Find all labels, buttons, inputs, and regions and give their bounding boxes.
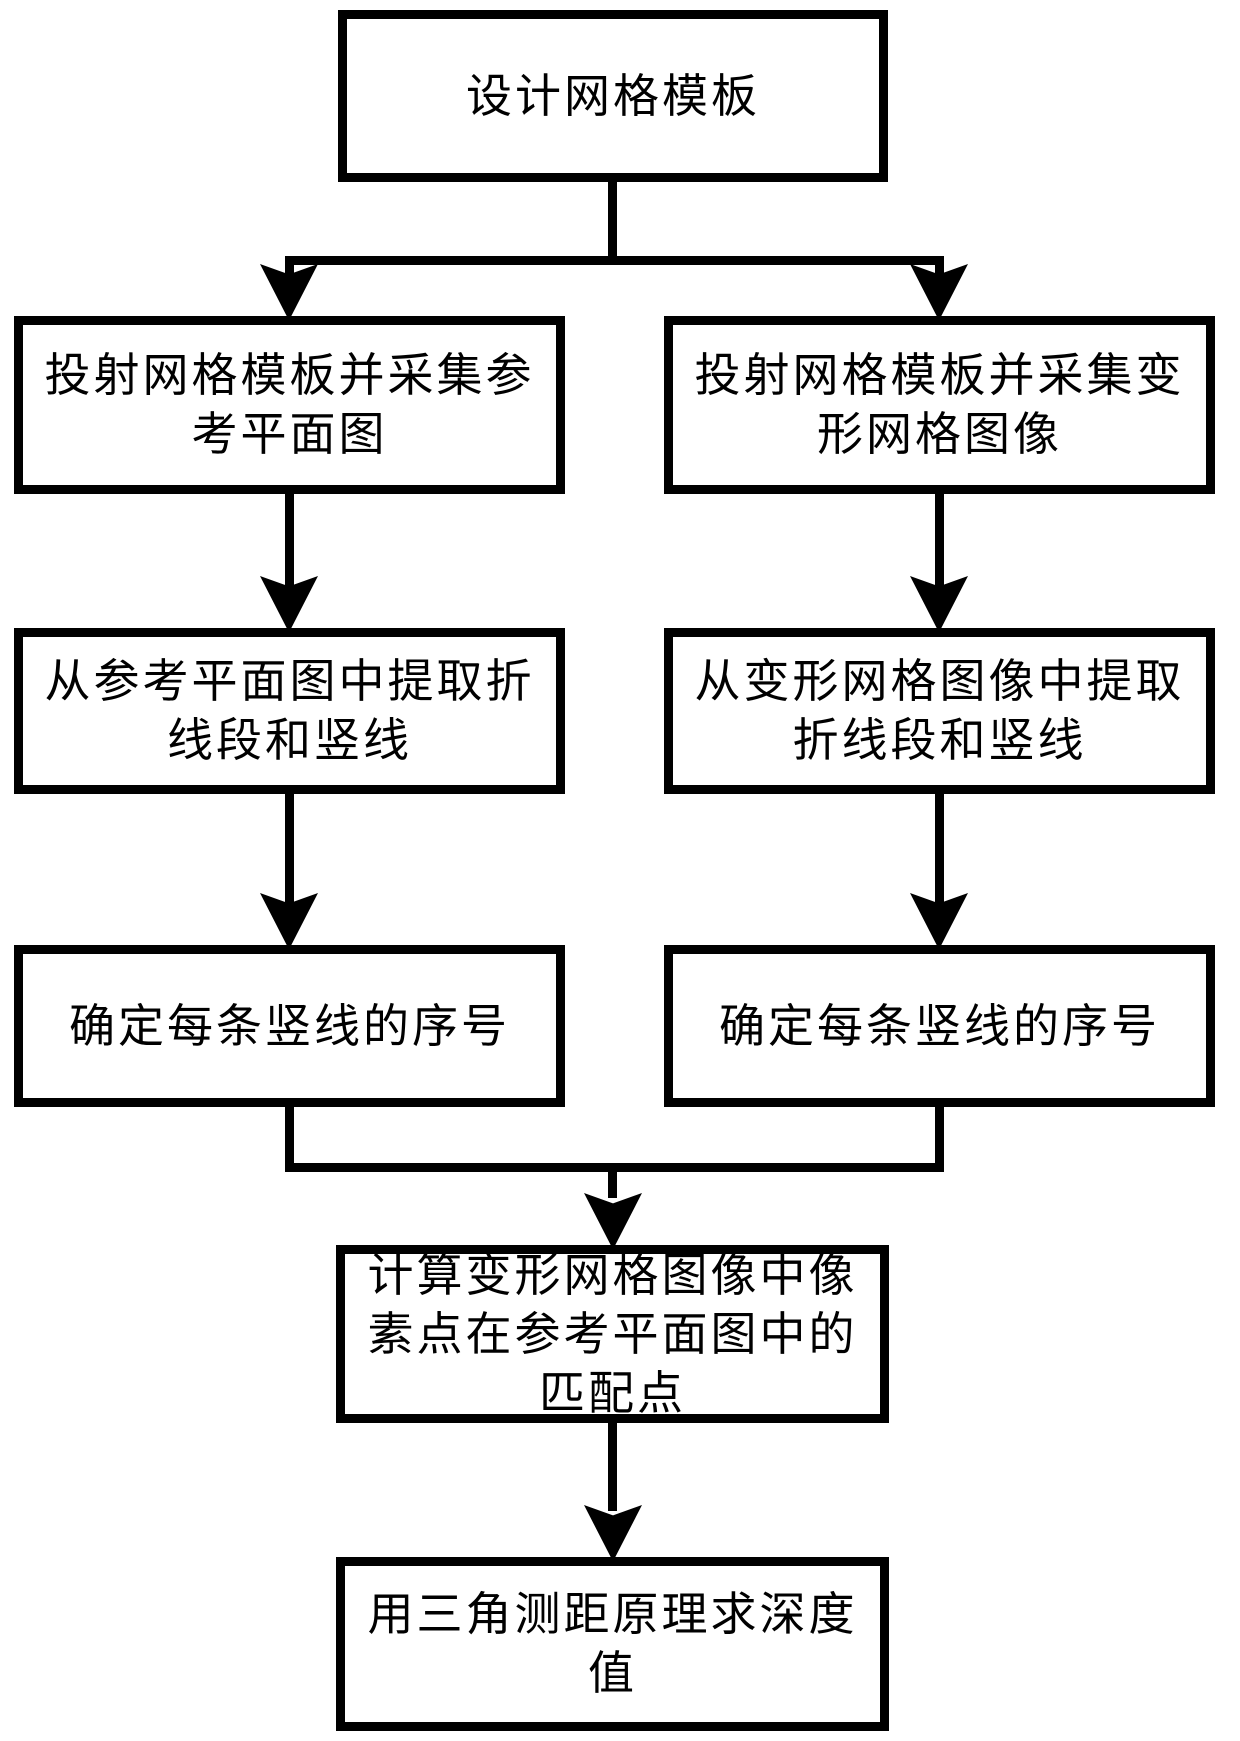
flow-box-index-reference-lines: 确定每条竖线的序号 [14, 945, 565, 1107]
flow-box-index-deformed-lines: 确定每条竖线的序号 [664, 945, 1215, 1107]
flow-box-triangulate-depth: 用三角测距原理求深度 值 [336, 1557, 889, 1731]
arrowhead-merge-to-matching-icon [584, 1193, 642, 1245]
flow-box-index-deformed-lines-label: 确定每条竖线的序号 [719, 998, 1160, 1053]
flow-box-capture-reference-plane-label: 投射网格模板并采集参 考平面图 [44, 348, 535, 461]
flow-box-capture-reference-plane: 投射网格模板并采集参 考平面图 [14, 316, 565, 494]
flow-box-capture-deformed-grid: 投射网格模板并采集变 形网格图像 [664, 316, 1215, 494]
flow-box-extract-deformed-lines: 从变形网格图像中提取 折线段和竖线 [664, 628, 1215, 794]
connector-merge-stem [608, 1163, 617, 1198]
connector-merge-right-drop [935, 1107, 944, 1172]
flow-box-capture-deformed-grid-label: 投射网格模板并采集变 形网格图像 [694, 348, 1185, 461]
connector-right-extract-to-index [935, 794, 944, 904]
flow-box-triangulate-depth-label: 用三角测距原理求深度 值 [367, 1587, 858, 1700]
flow-box-design-grid-template: 设计网格模板 [338, 10, 888, 182]
flow-box-extract-reference-lines: 从参考平面图中提取折 线段和竖线 [14, 628, 565, 794]
flow-box-compute-matching-points: 计算变形网格图像中像 素点在参考平面图中的 匹配点 [336, 1245, 889, 1423]
flow-box-extract-deformed-lines-label: 从变形网格图像中提取 折线段和竖线 [694, 654, 1185, 767]
connector-top-stem [608, 178, 617, 264]
connector-split-bar [285, 256, 944, 265]
connector-merge-left-drop [285, 1107, 294, 1172]
flow-box-extract-reference-lines-label: 从参考平面图中提取折 线段和竖线 [44, 654, 535, 767]
arrowhead-matching-to-depth-icon [584, 1505, 642, 1557]
connector-left-extract-to-index [285, 794, 294, 904]
connector-matching-to-depth [608, 1423, 617, 1511]
connector-right-capture-to-extract [935, 492, 944, 587]
flow-box-compute-matching-points-label: 计算变形网格图像中像 素点在参考平面图中的 匹配点 [367, 1247, 858, 1420]
connector-split-left-stub [285, 256, 294, 280]
flow-box-design-grid-template-label: 设计网格模板 [466, 68, 760, 123]
flow-box-index-reference-lines-label: 确定每条竖线的序号 [69, 998, 510, 1053]
connector-split-right-stub [935, 256, 944, 280]
connector-left-capture-to-extract [285, 492, 294, 587]
